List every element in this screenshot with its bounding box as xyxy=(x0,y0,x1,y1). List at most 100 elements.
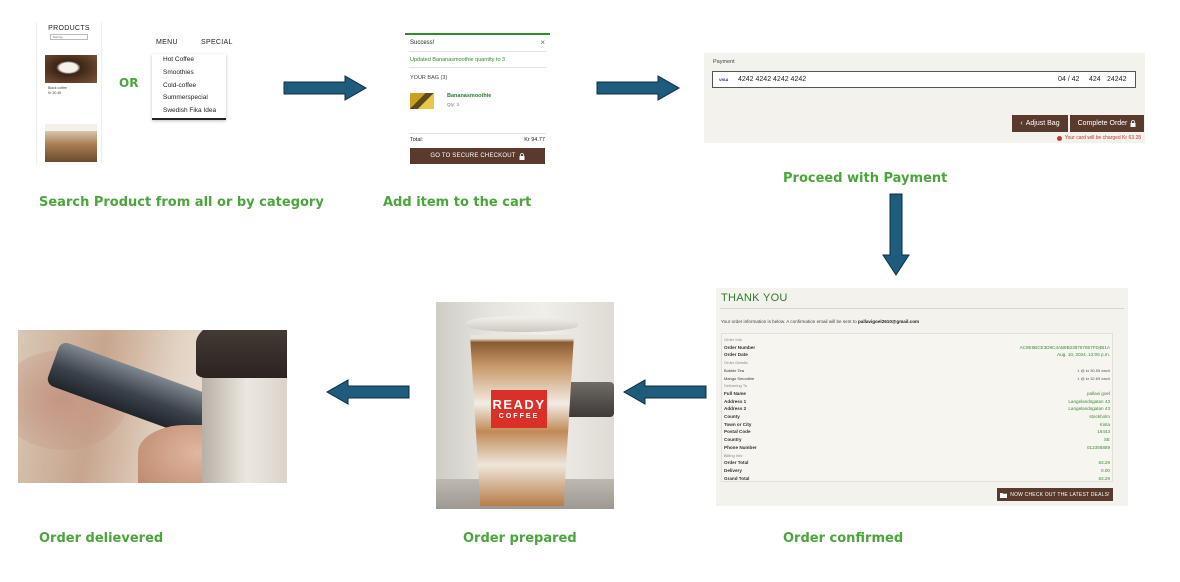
iced-coffee-image xyxy=(45,124,97,162)
section-title: Order Info xyxy=(724,337,743,342)
chevron-left-icon: ‹ xyxy=(1020,120,1023,127)
cart-screenshot: Success! × Updated Bananasmoothie quanti… xyxy=(405,33,550,164)
order-section-label: Billing Info xyxy=(724,452,1110,460)
intro-text: Your order information is below. A confi… xyxy=(721,319,857,324)
cup-lid xyxy=(466,316,578,332)
latest-deals-button: NOW CHECK OUT THE LATEST DEALS! xyxy=(997,488,1113,501)
menu-label: MENU xyxy=(156,39,178,46)
product-thumbnail xyxy=(410,93,434,109)
detail-label: Order Date xyxy=(724,352,748,358)
order-detail-row: Postal Code 16443 xyxy=(724,428,1110,436)
confirmation-email: pallavigoel2610@gmail.com xyxy=(857,319,920,324)
toast-title: Success! xyxy=(410,40,435,46)
detail-label: Full Name xyxy=(724,390,746,396)
ready-coffee-logo: READY COFFEE xyxy=(491,390,547,428)
detail-label: Order Total xyxy=(724,460,749,466)
arrow-left-2 xyxy=(326,379,410,405)
caption-add-to-cart: Add item to the cart xyxy=(383,195,532,210)
section-title: Order Details xyxy=(724,360,748,366)
products-title: PRODUCTS xyxy=(48,25,90,32)
arrow-right-2 xyxy=(596,75,680,101)
order-detail-row: Order Date Aug. 10, 2024, 12:05 p.m. xyxy=(724,351,1110,359)
section-title: Delivering To xyxy=(724,383,748,389)
caption-confirmed: Order confirmed xyxy=(783,531,904,546)
or-label: OR xyxy=(119,76,139,90)
bag-label: YOUR BAG (3) xyxy=(410,75,448,81)
detail-label: Bubble Tea xyxy=(724,367,744,373)
cart-qty: Qty: 3 xyxy=(447,102,460,107)
card-zip: 24242 xyxy=(1107,76,1127,83)
detail-value: pallavi goel xyxy=(1087,390,1110,396)
lock-icon xyxy=(1130,120,1136,127)
divider xyxy=(409,67,546,68)
close-icon: × xyxy=(540,38,545,47)
card-cvc: 424 xyxy=(1089,76,1101,83)
detail-label: Address 2 xyxy=(724,406,747,412)
detail-label: Town or City xyxy=(724,421,752,427)
phone-and-coffee-photo xyxy=(18,330,287,483)
order-section-label: Order Details xyxy=(724,359,1110,367)
logo-line2: COFFEE xyxy=(498,412,540,420)
detail-value: Kista xyxy=(1099,421,1110,427)
payment-screenshot: Payment VISA 4242 4242 4242 4242 04 / 42… xyxy=(704,53,1145,143)
caption-payment: Proceed with Payment xyxy=(783,171,948,186)
detail-value: stockholm xyxy=(1089,414,1110,419)
order-confirmation-screenshot: THANK YOU Your order information is belo… xyxy=(716,288,1128,506)
menu-screenshot: MENU SPECIAL Hot Coffee Smoothies Cold-c… xyxy=(150,32,232,124)
updated-message: Updated Bananasmoothie quantity to 3 xyxy=(410,57,506,63)
order-section-label: Delivering To xyxy=(724,382,1110,390)
secure-checkout-button: GO TO SECURE CHECKOUT xyxy=(410,148,545,164)
caption-prepared: Order prepared xyxy=(463,531,577,546)
detail-value: Aug. 10, 2024, 12:05 p.m. xyxy=(1057,352,1110,358)
detail-value: SE xyxy=(1103,437,1110,443)
menu-item: Smoothies xyxy=(163,68,194,76)
order-detail-row: Town or City Kista xyxy=(724,421,1110,429)
order-detail-row: Address 2 Langelandsgatan 43 xyxy=(724,405,1110,413)
checkout-label: GO TO SECURE CHECKOUT xyxy=(430,153,516,159)
menu-item: Summerspecial xyxy=(163,94,208,102)
adjust-bag-button: ‹ Adjust Bag xyxy=(1012,115,1068,132)
detail-label: Phone Number xyxy=(724,444,757,450)
lock-icon xyxy=(519,152,525,160)
detail-value: Langelandsgatan 43 xyxy=(1068,406,1110,412)
detail-value: 0.00 xyxy=(1101,467,1110,473)
logo-line1: READY xyxy=(492,396,546,412)
folder-icon xyxy=(1000,492,1008,498)
thank-you-heading: THANK YOU xyxy=(721,292,788,304)
detail-value: 16443 xyxy=(1097,429,1110,435)
divider xyxy=(409,133,546,134)
deals-label: NOW CHECK OUT THE LATEST DEALS! xyxy=(1010,491,1110,498)
menu-item: Hot Coffee xyxy=(163,56,194,63)
complete-order-label: Complete Order xyxy=(1077,120,1128,127)
product-price: Kr 20.45 xyxy=(48,91,62,95)
menu-item: Swedish Fika Idea xyxy=(163,107,217,115)
caption-delivered: Order delievered xyxy=(39,531,164,546)
charge-note-text: Your card will be charged Kr 63.28 xyxy=(1064,135,1141,141)
total-value: Kr 94.77 xyxy=(524,137,545,143)
order-detail-row: Country SE xyxy=(724,436,1110,444)
detail-label: Postal Code xyxy=(724,429,751,435)
detail-value: Langelandsgatan 43 xyxy=(1068,398,1110,404)
order-section-label: Order Info xyxy=(724,336,1110,344)
takeaway-cup-lid xyxy=(196,330,287,378)
card-number: 4242 4242 4242 4242 xyxy=(738,76,807,83)
arrow-down xyxy=(882,193,910,276)
section-title: Billing Info xyxy=(724,452,743,458)
caption-search: Search Product from all or by category xyxy=(39,195,324,210)
ready-coffee-photo: READY COFFEE xyxy=(436,302,614,509)
detail-label: Grand Total xyxy=(724,475,750,481)
products-screenshot: PRODUCTS Sort by... Black coffee Kr 20.4… xyxy=(36,22,102,164)
detail-label: Country xyxy=(724,437,742,443)
arrow-right-1 xyxy=(283,75,367,101)
divider xyxy=(409,51,546,52)
cart-product-name: Bananasmoothie xyxy=(447,93,492,99)
confirmation-intro: Your order information is below. A confi… xyxy=(721,319,919,324)
payment-label: Payment xyxy=(713,59,735,65)
